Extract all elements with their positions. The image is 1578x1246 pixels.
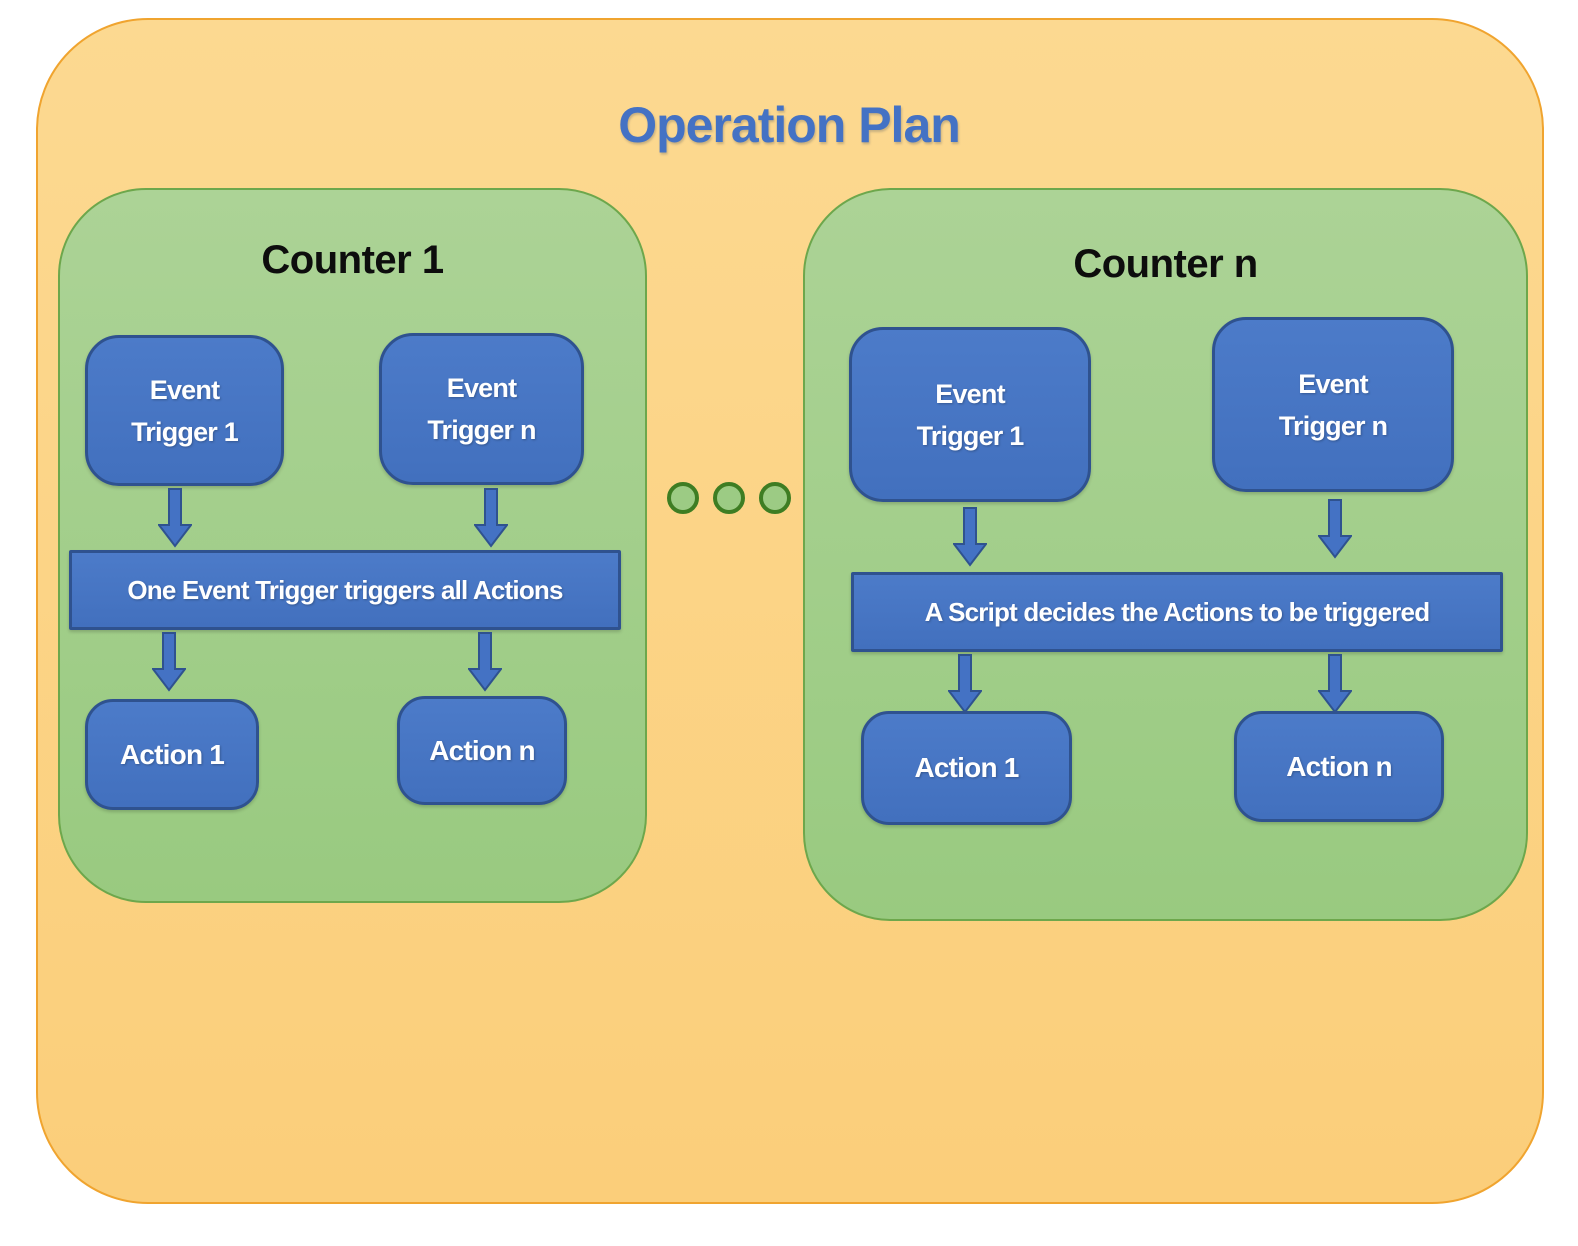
down-arrow-icon: [152, 632, 186, 692]
event-trigger-label-line2: Trigger 1: [916, 420, 1025, 451]
down-arrow-icon: [158, 488, 192, 548]
counter-1-event-trigger-1-box: Event Trigger 1: [85, 335, 284, 486]
event-trigger-label-line1: Event: [935, 378, 1005, 409]
diagram-title: Operation Plan: [618, 97, 961, 153]
ellipsis-dot-icon: [713, 482, 745, 514]
down-arrow-icon: [1318, 499, 1352, 559]
event-trigger-label-line1: Event: [446, 373, 517, 403]
counter-1-action-n-box: Action n: [397, 696, 567, 805]
ellipsis-dot-icon: [667, 482, 699, 514]
counter-n-group: Counter n Event Trigger 1 Event Trigger …: [803, 188, 1528, 921]
ellipsis-dot-icon: [759, 482, 791, 514]
counter-1-event-trigger-n-box: Event Trigger n: [379, 333, 584, 485]
counter-1-rule-bar: One Event Trigger triggers all Actions: [69, 550, 621, 630]
down-arrow-icon: [953, 507, 987, 567]
counter-n-action-n-box: Action n: [1234, 711, 1444, 822]
counter-n-action-1-box: Action 1: [861, 711, 1072, 825]
event-trigger-label-line2: Trigger n: [427, 415, 536, 445]
counter-n-event-trigger-1-box: Event Trigger 1: [849, 327, 1091, 502]
down-arrow-icon: [1318, 654, 1352, 714]
down-arrow-icon: [948, 654, 982, 714]
event-trigger-label-line1: Event: [1298, 368, 1368, 399]
down-arrow-icon: [474, 488, 508, 548]
counter-n-title: Counter n: [1073, 242, 1258, 286]
event-trigger-label-line2: Trigger 1: [131, 416, 239, 447]
counter-n-event-trigger-n-box: Event Trigger n: [1212, 317, 1454, 492]
down-arrow-icon: [468, 632, 502, 692]
counter-1-title: Counter 1: [261, 238, 444, 282]
event-trigger-label-line1: Event: [149, 374, 220, 405]
event-trigger-label-line2: Trigger n: [1278, 410, 1388, 441]
counter-1-action-1-box: Action 1: [85, 699, 259, 810]
counter-n-rule-bar: A Script decides the Actions to be trigg…: [851, 572, 1503, 652]
counter-1-group: Counter 1 Event Trigger 1 Event Trigger …: [58, 188, 647, 903]
